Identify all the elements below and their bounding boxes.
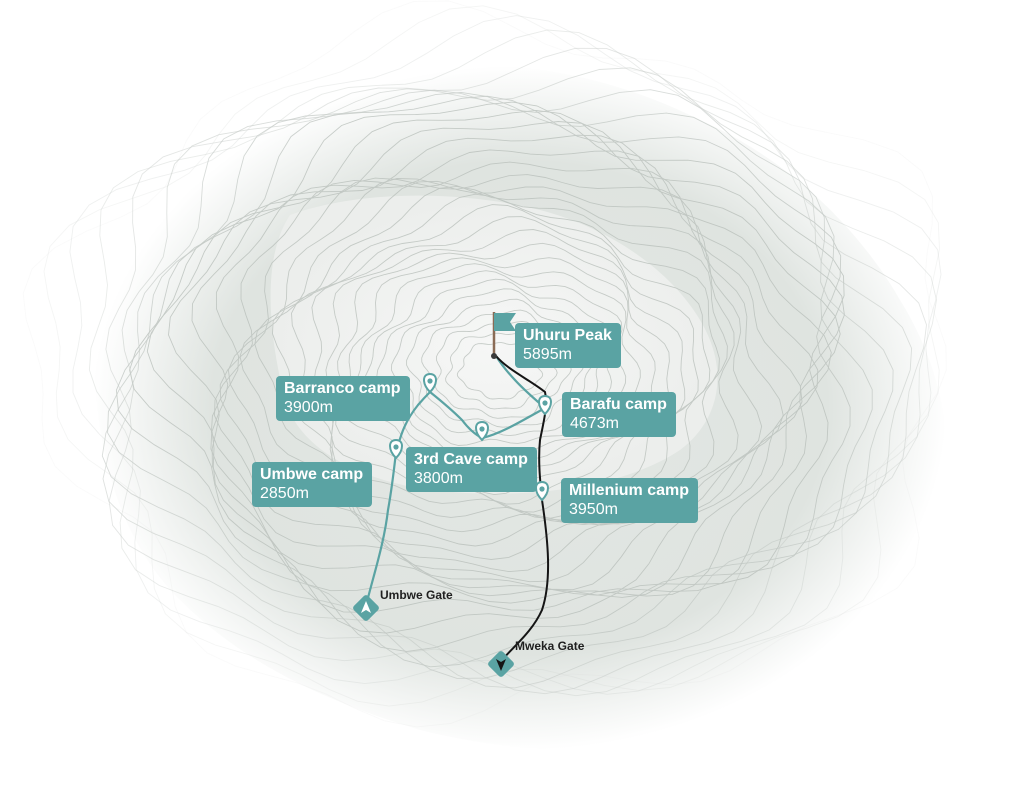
camp-label-barranco: Barranco camp 3900m — [276, 376, 410, 421]
camp-name: Barafu camp — [570, 396, 667, 413]
camp-elevation: 4673m — [570, 415, 619, 432]
camp-elevation: 3950m — [569, 501, 618, 518]
camp-name: Umbwe camp — [260, 466, 364, 483]
arrow-up-diamond-icon[interactable] — [352, 594, 380, 622]
arrow-down-diamond-icon[interactable] — [487, 650, 515, 678]
contour-line — [105, 47, 927, 695]
camp-elevation: 2850m — [260, 485, 309, 502]
gate-label-umbwe: Umbwe Gate — [380, 588, 453, 602]
contour-line — [421, 309, 585, 428]
contour-line — [115, 95, 851, 652]
contour-line — [146, 109, 845, 613]
map-pin-icon[interactable] — [535, 480, 549, 502]
contour-line — [239, 180, 739, 560]
contour-line — [191, 134, 832, 598]
contour-line — [219, 174, 784, 583]
camp-name: Millenium camp — [569, 482, 690, 499]
contour-line — [342, 257, 656, 496]
camp-label-umbwe: Umbwe camp 2850m — [252, 462, 373, 507]
camp-name: Barranco camp — [284, 380, 401, 397]
contour-line — [406, 298, 598, 437]
flag-icon — [491, 312, 516, 359]
summit-elevation: 5895m — [523, 346, 572, 363]
contour-line — [43, 5, 940, 707]
summit-name: Uhuru Peak — [523, 327, 612, 344]
contour-line — [351, 263, 641, 484]
camp-name: 3rd Cave camp — [414, 451, 528, 468]
mountain-terrain — [22, 0, 947, 751]
map-pin-icon[interactable] — [423, 372, 437, 394]
contour-line — [69, 15, 942, 695]
camp-label-barafu: Barafu camp 4673m — [562, 392, 676, 437]
contour-line — [102, 67, 913, 689]
map-pin-icon[interactable] — [389, 438, 403, 460]
summit-label: Uhuru Peak 5895m — [515, 323, 621, 368]
contour-line — [376, 278, 617, 459]
camp-elevation: 3800m — [414, 470, 463, 487]
map-pin-icon[interactable] — [538, 394, 552, 416]
contour-line — [210, 149, 819, 596]
contour-line — [168, 121, 841, 604]
contour-line — [101, 89, 894, 679]
contour-line — [22, 0, 947, 728]
camp-label-millenium: Millenium camp 3950m — [561, 478, 699, 523]
contour-line — [107, 91, 873, 668]
map-pin-icon[interactable] — [475, 420, 489, 442]
contour-line — [390, 288, 608, 446]
gate-label-mweka: Mweka Gate — [515, 639, 585, 653]
camp-label-3rd-cave: 3rd Cave camp 3800m — [406, 447, 537, 492]
contour-line — [88, 29, 937, 697]
contour-line — [129, 101, 845, 634]
contour-line — [335, 242, 671, 505]
contour-line — [214, 161, 803, 591]
camp-elevation: 3900m — [284, 399, 333, 416]
contour-line — [362, 270, 627, 472]
